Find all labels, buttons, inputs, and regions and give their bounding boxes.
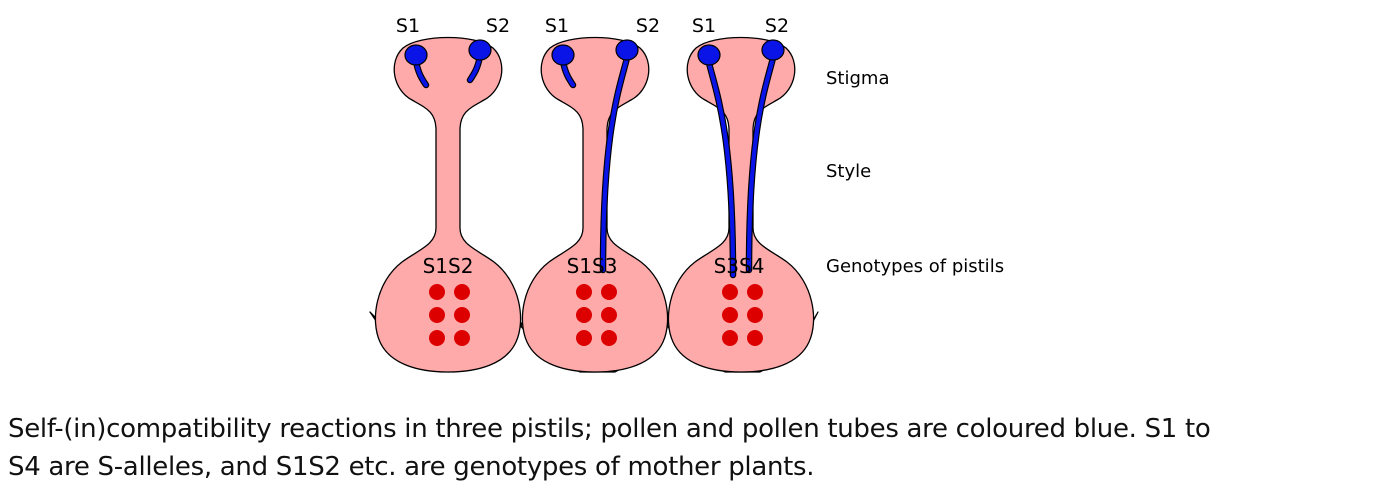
pollen-grain [468, 39, 492, 61]
pistil-3: S3S4 S1 S2 [667, 15, 815, 373]
ovule [747, 307, 763, 323]
ovule [601, 284, 617, 300]
pistil-body [374, 36, 522, 373]
ovule [576, 330, 592, 346]
pistil-genotype-label: S1S2 [423, 254, 474, 278]
pollen-tube [746, 55, 776, 273]
ovules [722, 284, 763, 346]
ovule [454, 330, 470, 346]
pollen-grain [404, 44, 428, 66]
pollen-label-left: S1 [545, 15, 569, 37]
pollen-label-right: S2 [486, 15, 510, 37]
ovule [429, 284, 445, 300]
pistil-genotype-label: S1S3 [567, 254, 618, 278]
pistil-body [667, 36, 815, 373]
caption-line-2: S4 are S-alleles, and S1S2 etc. are geno… [8, 452, 815, 482]
pollen-label-left: S1 [692, 15, 716, 37]
ovule [747, 330, 763, 346]
ovule [722, 284, 738, 300]
pollen-tubes [697, 39, 785, 279]
pistil-body [521, 36, 669, 373]
pollen-tube [600, 55, 630, 273]
ovule [747, 284, 763, 300]
pollen-grain [761, 39, 785, 61]
ovule [429, 307, 445, 323]
pistil-diagram: S1S2 S1 S2 S1S3 S1 S2 S3S4 S1 S2 Stigma … [369, 15, 1004, 373]
pollen-label-left: S1 [396, 15, 420, 37]
ovule [576, 307, 592, 323]
ovule [429, 330, 445, 346]
ovule [601, 330, 617, 346]
pollen-grain [697, 44, 721, 66]
pistil-genotype-label: S3S4 [714, 254, 765, 278]
ovules [576, 284, 617, 346]
ovule [722, 330, 738, 346]
figure-caption: Self-(in)compatibility reactions in thre… [8, 410, 1393, 486]
pollen-tubes [551, 39, 639, 274]
pollen-tubes [404, 39, 492, 89]
pollen-grain [615, 39, 639, 61]
pollen-label-right: S2 [636, 15, 660, 37]
ovule [601, 307, 617, 323]
ovules [429, 284, 470, 346]
pollen-label-right: S2 [765, 15, 789, 37]
style-label: Style [826, 161, 871, 182]
caption-line-1: Self-(in)compatibility reactions in thre… [8, 414, 1211, 444]
genotypes-label: Genotypes of pistils [826, 256, 1004, 277]
ovule [454, 284, 470, 300]
ovule [576, 284, 592, 300]
pistil-1: S1S2 S1 S2 [374, 15, 522, 373]
pollen-grain [551, 44, 575, 66]
ovule [454, 307, 470, 323]
pistil-2: S1S3 S1 S2 [521, 15, 669, 373]
pollen-tube [706, 60, 736, 278]
ovule [722, 307, 738, 323]
stigma-label: Stigma [826, 68, 889, 89]
